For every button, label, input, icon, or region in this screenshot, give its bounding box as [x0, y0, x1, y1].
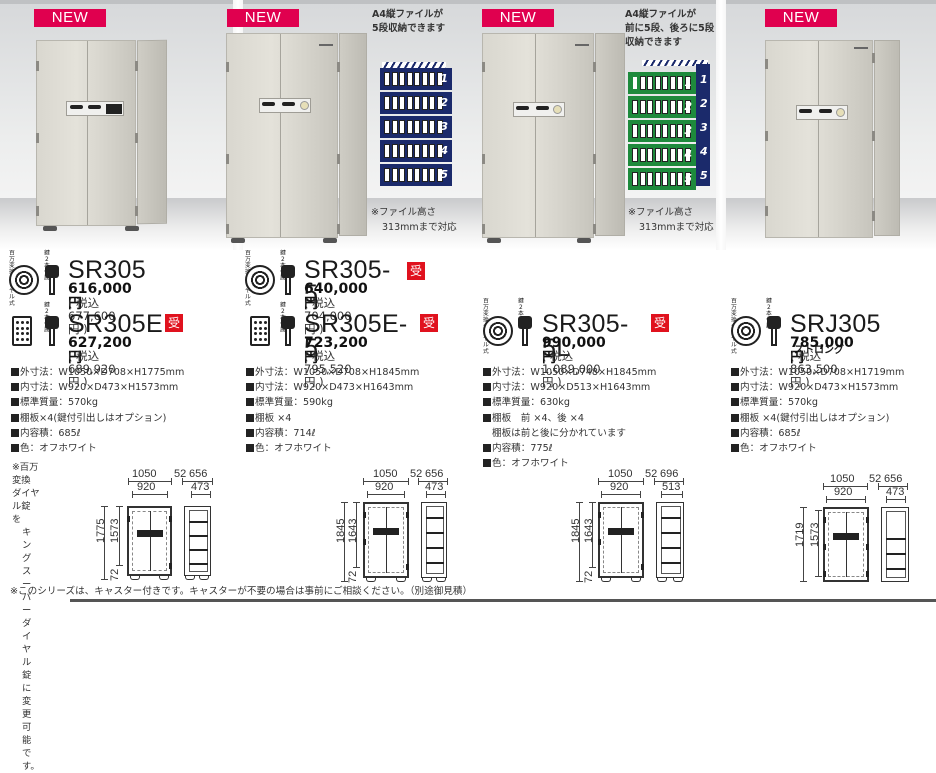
- spec-item: 外寸法：W1050×D748×H1845mm: [483, 365, 656, 380]
- order-made-badge: 受: [407, 262, 425, 280]
- spec-item: 外寸法：W1050×D708×H1845mm: [246, 365, 419, 380]
- keypad-lock-icon: [12, 316, 32, 346]
- dial-lock-icon: [483, 316, 513, 346]
- spec-list: 外寸法：W1050×D708×H1845mm 内寸法：W920×D473×H16…: [246, 365, 419, 456]
- order-made-badge: 受: [420, 314, 438, 332]
- model-name: SR305E-5: [304, 310, 408, 362]
- new-badge: NEW: [34, 9, 106, 27]
- spec-item: 内容積：714ℓ: [246, 426, 419, 441]
- file-capacity-note: A4縦ファイルが 5段収納できます: [372, 9, 446, 34]
- price-with-tax: ( 税込 863,500 円 ): [790, 349, 838, 389]
- spec-item: 棚板 ×4: [246, 411, 419, 426]
- new-badge: NEW: [765, 9, 837, 27]
- model-name: SR305-5L: [542, 310, 629, 362]
- spec-item: 棚板 ×4(鍵付引出しはオプション): [731, 411, 904, 426]
- caster-note: ※このシリーズは、キャスター付きです。キャスターが不要の場合は事前にご相談くださ…: [10, 586, 473, 597]
- file-stack-illustration-navy: 1 2 3 4 5: [380, 60, 452, 190]
- file-height-note: ※ファイル高さ 313mmまで対応: [628, 207, 714, 233]
- dial-lock-icon: [245, 265, 275, 295]
- spec-item: 色：オフホワイト: [11, 441, 184, 456]
- price: 616,000円: [68, 281, 132, 312]
- key-icon: [767, 316, 781, 346]
- dial-lock-icon: [9, 265, 39, 295]
- spec-list: 外寸法：W1050×D708×H1775mm 内寸法：W920×D473×H15…: [11, 365, 184, 456]
- dial-change-note: ※百万変換ダイヤル錠を キングスーパーダイヤル錠 に変更可能です。: [12, 462, 40, 772]
- model-suffix: ストロング: [794, 345, 844, 356]
- key-icon: [281, 265, 295, 295]
- spec-item: 外寸法：W1050×D708×H1775mm: [11, 365, 184, 380]
- dimension-diagram-sr305: 1050 52 656 920 473 1775 1573 72: [95, 465, 235, 583]
- spec-item: 内容積：685ℓ: [11, 426, 184, 441]
- new-badge: NEW: [227, 9, 299, 27]
- price: 723,200円: [304, 335, 368, 366]
- keypad-lock-icon: [250, 316, 270, 346]
- dimension-diagram-sr305-5l: 1050 52 696 920 513 1845 1643 72: [570, 465, 710, 585]
- spec-item: 棚板×4(鍵付引出しはオプション): [11, 411, 184, 426]
- spec-item: 色：オフホワイト: [483, 456, 656, 471]
- new-badge: NEW: [482, 9, 554, 27]
- key-icon: [518, 316, 532, 346]
- panel-divider: [716, 0, 726, 250]
- price-with-tax: ( 税込 677,600 円 ): [68, 296, 116, 336]
- model-name: SR305-5: [304, 256, 391, 308]
- spec-item: 内寸法：W920×D473×H1573mm: [731, 380, 904, 395]
- price-with-tax: ( 税込 1,089,000 円 ): [542, 349, 601, 389]
- key-icon: [45, 265, 59, 295]
- spec-item: 内寸法：W920×D513×H1643mm: [483, 380, 656, 395]
- price: 990,000円: [542, 335, 606, 366]
- key-icon: [281, 316, 295, 346]
- top-border: [0, 0, 936, 4]
- file-height-note: ※ファイル高さ 313mmまで対応: [371, 207, 457, 233]
- spec-item: 内寸法：W920×D473×H1573mm: [11, 380, 184, 395]
- spec-item: 色：オフホワイト: [731, 441, 904, 456]
- file-stack-illustration-green: 1 2 3 4 5 1 2 3 4 5: [628, 60, 712, 196]
- bottom-border: [70, 599, 936, 602]
- price-with-tax: ( 税込 704,000 円 ): [304, 296, 352, 336]
- model-name: SR305E: [68, 310, 163, 338]
- spec-item: 外寸法：W1050×D708×H1719mm: [731, 365, 904, 380]
- price-with-tax: ( 税込 689,920 円 ): [68, 349, 116, 389]
- price: 640,000円: [304, 281, 368, 312]
- order-made-badge: 受: [651, 314, 669, 332]
- dial-lock-icon: [731, 316, 761, 346]
- safe-image-sr305: [36, 39, 167, 231]
- spec-item: 標準質量：590kg: [246, 395, 419, 410]
- price-with-tax: ( 税込 795,520 円 ): [304, 349, 352, 389]
- spec-item-note: 棚板は前と後に分かれています: [492, 427, 627, 439]
- spec-list: 外寸法：W1050×D708×H1719mm 内寸法：W920×D473×H15…: [731, 365, 904, 456]
- order-made-badge: 受: [165, 314, 183, 332]
- spec-item: 棚板 前 ×4、後 ×4: [483, 411, 656, 426]
- file-capacity-note-front-back: A4縦ファイルが 前に5段、後ろに5段 収納できます: [625, 9, 715, 48]
- spec-item: 内容積：685ℓ: [731, 426, 904, 441]
- spec-item: 標準質量：570kg: [731, 395, 904, 410]
- safe-image-sr305-5l: [482, 33, 625, 243]
- spec-list: 外寸法：W1050×D748×H1845mm 内寸法：W920×D513×H16…: [483, 365, 656, 471]
- spec-item: 標準質量：630kg: [483, 395, 656, 410]
- hero-banner: NEW NEW NEW NEW: [0, 0, 936, 250]
- dimension-diagram-sr305-5: 1050 52 656 920 473 1845 1643 72: [330, 465, 470, 585]
- spec-item: 色：オフホワイト: [246, 441, 419, 456]
- dimension-diagram-srj305: 1050 52 656 920 473 1719 1573: [794, 465, 936, 585]
- model-name: SR305: [68, 256, 146, 284]
- key-icon: [45, 316, 59, 346]
- spec-item: 内容積：775ℓ: [483, 441, 656, 456]
- price: 627,200円: [68, 335, 132, 366]
- price: 785,000円: [790, 335, 854, 366]
- model-name: SRJ305ストロング: [790, 310, 881, 357]
- spec-item: 標準質量：570kg: [11, 395, 184, 410]
- safe-image-srj305: [765, 40, 900, 238]
- safe-image-sr305-5: [226, 33, 367, 243]
- spec-item: 内寸法：W920×D473×H1643mm: [246, 380, 419, 395]
